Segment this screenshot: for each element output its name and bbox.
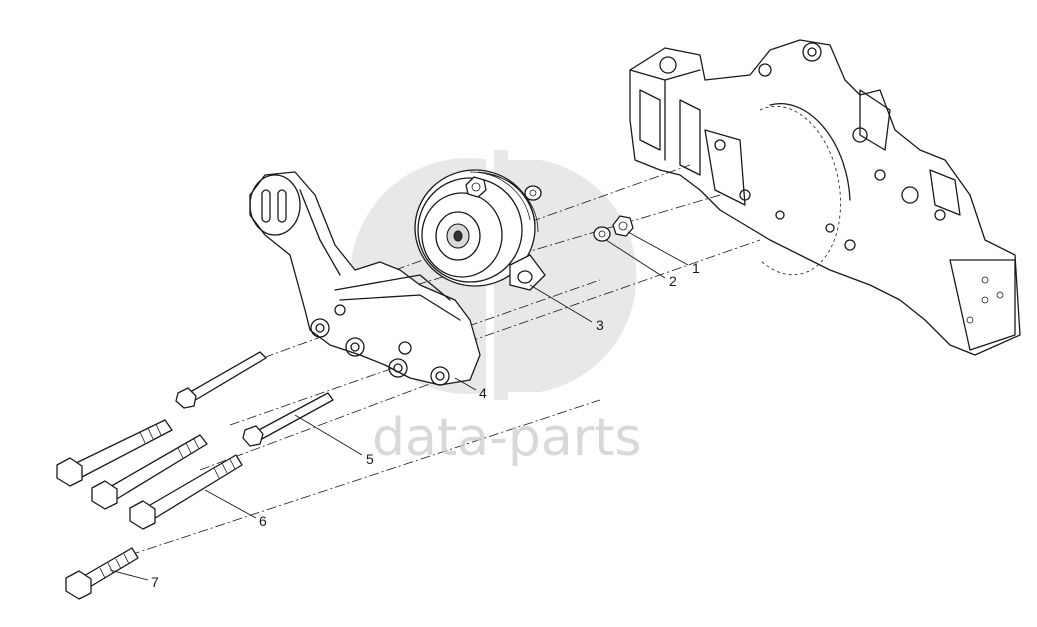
bracket-part-4	[249, 171, 481, 386]
callout-1: 1	[692, 260, 700, 276]
engine-front-cover	[629, 39, 1021, 356]
washer-part-2	[524, 185, 611, 242]
callout-3: 3	[596, 317, 604, 333]
callout-4: 4	[479, 385, 487, 401]
bolt-upper-short	[175, 351, 267, 409]
bolt-part-5	[242, 392, 334, 447]
idler-pulley-part-3	[414, 169, 546, 291]
bolt-long-upper	[56, 419, 173, 487]
callout-7: 7	[151, 574, 159, 590]
nut-part-1	[465, 176, 634, 237]
watermark-text: data-parts	[372, 408, 642, 468]
callout-5: 5	[366, 451, 374, 467]
callout-2: 2	[669, 273, 677, 289]
alignment-lines	[129, 164, 761, 556]
bolt-long-middle	[91, 434, 208, 510]
callout-6: 6	[259, 513, 267, 529]
bolt-part-6	[129, 454, 243, 530]
leader-lines	[109, 231, 689, 581]
bolt-part-7	[65, 547, 139, 600]
